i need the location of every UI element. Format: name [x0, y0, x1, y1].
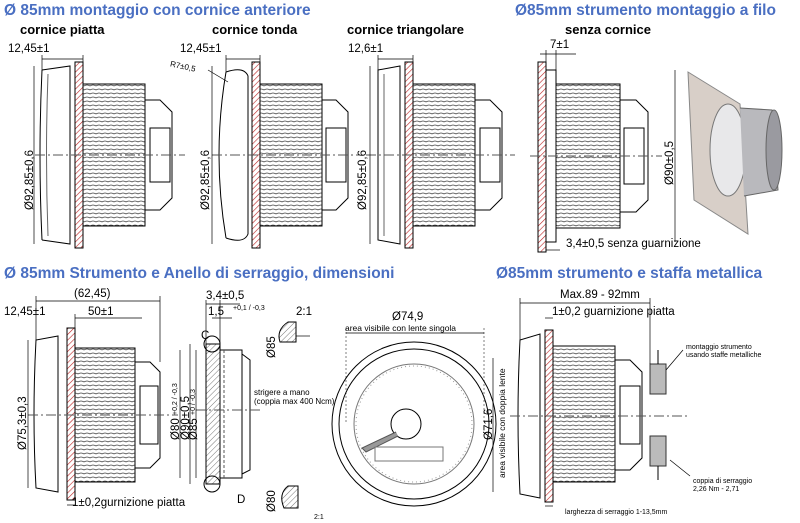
detail-c-diameter: Ø85: [266, 336, 278, 358]
dim-flat-bezel-diameter: Ø92,85±0,6: [24, 149, 36, 210]
dim-triangular-bezel-depth: 12,6±1: [348, 43, 384, 55]
label-triangular-bezel: cornice triangolare: [347, 22, 465, 37]
detail-c-scale: 2:1: [296, 306, 312, 318]
dim-triangular-bezel-diameter: Ø92,85±0,6: [357, 149, 369, 210]
dim-ring-d80-tolerance: +0,2 / -0,3: [172, 383, 179, 415]
label-no-bezel: senza cornice: [565, 22, 651, 37]
dim-round-bezel-depth: 12,45±1: [180, 43, 222, 55]
dim-visible-single-lens: Ø74,9: [392, 311, 424, 323]
title-flush-mount: Ø85mm strumento montaggio a filo: [515, 2, 776, 19]
label-round-bezel: cornice tonda: [212, 22, 298, 37]
label-visible-single-lens: area visibile con lente singola: [345, 323, 457, 333]
label-visible-double-lens: area visibile con doppia lente: [497, 368, 507, 478]
dim-front-diameter: Ø75,3±0,3: [17, 396, 29, 450]
gauge-flat-bezel: [33, 55, 185, 249]
gauge-dial-front: [331, 328, 497, 507]
note-clamp-torque-label: coppia di serraggio: [693, 478, 753, 485]
dim-ring-d85: Ø85: [188, 418, 200, 440]
detail-c-marker: C: [201, 330, 210, 342]
detail-d-marker: D: [237, 494, 246, 506]
retaining-ring-section: [179, 300, 310, 509]
label-flat-bezel: cornice piatta: [20, 22, 105, 37]
label-bracket-gasket: 1±0,2 guarnizione piatta: [552, 306, 675, 318]
dim-body-length: 50±1: [88, 306, 114, 318]
dim-ring-thickness-tolerance: +0,1 / -0,3: [233, 305, 265, 312]
gauge-round-bezel: [207, 55, 360, 249]
note-clamp-torque-value: 2,26 Nm - 2,71: [693, 486, 740, 493]
note-bracket-line2: usando staffe metalliche: [686, 352, 762, 359]
dim-round-bezel-diameter: Ø92,85±0,6: [200, 149, 212, 210]
dim-ring-d85-tolerance: +0 / -0,3: [190, 389, 197, 415]
note-bracket-line1: montaggio strumento: [686, 344, 752, 351]
gauge-bracket-mount: [510, 298, 691, 507]
note-max-torque: (coppia max 400 Ncm): [254, 397, 335, 406]
title-ring-dimensions: Ø 85mm Strumento e Anello di serraggio, …: [4, 265, 395, 282]
dim-flush-protrusion: 3,4±0,5 senza guarnizione: [566, 238, 701, 250]
title-frame-mount: Ø 85mm montaggio con cornice anteriore: [4, 2, 311, 19]
dim-flush-depth: 7±1: [550, 39, 570, 51]
dim-flat-bezel-depth: 12,45±1: [8, 43, 50, 55]
detail-d-scale: 2:1: [314, 514, 324, 521]
dim-ring-thickness: 1,5: [208, 306, 224, 318]
gauge-side-view-ring: [27, 296, 178, 506]
dim-flush-diameter: Ø90±0,5: [664, 140, 676, 185]
label-flat-gasket: 1±0,2gurnizione piatta: [72, 497, 186, 509]
dim-bezel-depth: 12,45±1: [4, 306, 46, 318]
gauge-triangular-bezel: [366, 55, 515, 249]
dim-overall-length: (62,45): [74, 288, 111, 300]
note-hand-tighten: strigere a mano: [254, 388, 310, 397]
dim-ring-offset: 3,4±0,5: [206, 290, 245, 302]
note-clamp-width: larghezza di serraggio 1-13,5mm: [565, 509, 668, 516]
gauge-flush-mount: [530, 50, 783, 253]
detail-d-diameter: Ø80: [266, 490, 278, 512]
dim-visible-double-lens: Ø71,6: [483, 408, 495, 440]
title-bracket-mount: Ø85mm strumento e staffa metallica: [496, 265, 763, 282]
dim-bracket-overall: Max.89 - 92mm: [560, 289, 640, 301]
